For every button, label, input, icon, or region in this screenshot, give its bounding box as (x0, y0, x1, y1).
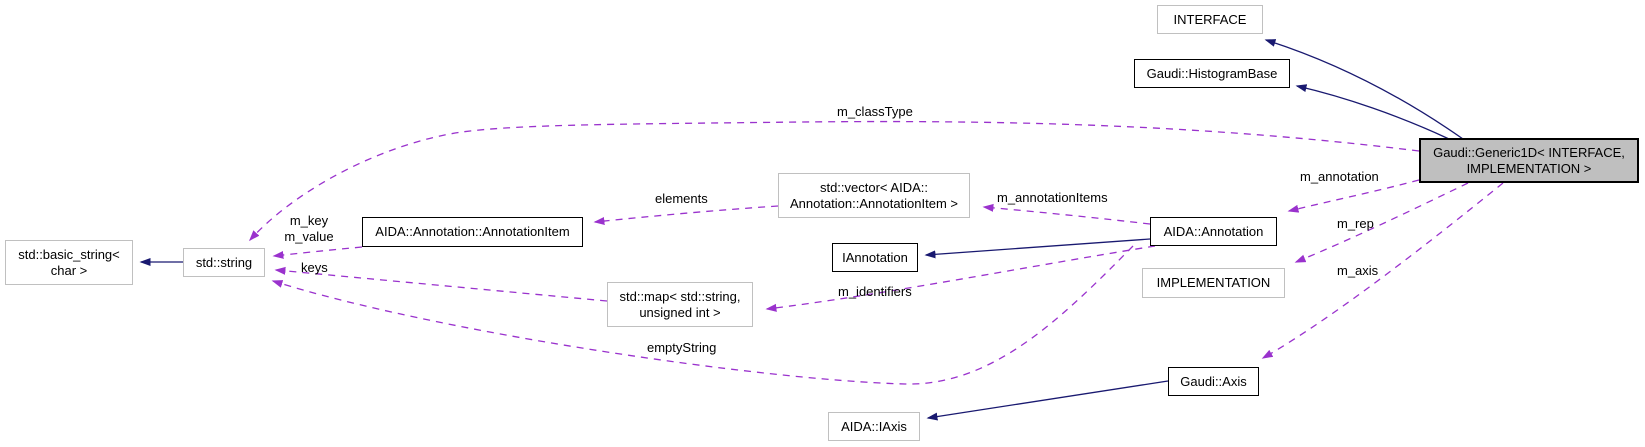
edge-gaudiaxis-to-aidaiaxis (926, 380, 1169, 421)
edge-m-identifiers (765, 245, 1156, 312)
edge-m-annotationitems (982, 203, 1151, 225)
edge-generic1d-to-interface (1264, 39, 1464, 140)
edge-label-keys: keys (301, 260, 328, 275)
node-gaudi-generic1d: Gaudi::Generic1D< INTERFACE, IMPLEMENTAT… (1419, 138, 1639, 183)
edge-label-m-key-m-value: m_key m_value (284, 213, 334, 245)
edge-keys (274, 266, 608, 302)
edge-emptystring (271, 245, 1134, 385)
node-interface: INTERFACE (1157, 5, 1263, 34)
node-implementation: IMPLEMENTATION (1142, 268, 1285, 298)
node-aida-annotation[interactable]: AIDA::Annotation (1150, 217, 1277, 246)
edge-label-m-rep: m_rep (1337, 216, 1374, 231)
edge-annotation-to-iannotation (924, 238, 1151, 259)
edge-m-key-m-value (272, 246, 363, 259)
edge-m-rep (1294, 182, 1469, 263)
edge-elements (593, 205, 779, 225)
edge-label-m-annotation: m_annotation (1300, 169, 1379, 184)
edge-generic1d-to-histogrambase (1295, 84, 1450, 140)
node-std-basic-string: std::basic_string< char > (5, 240, 133, 285)
edge-m-axis (1261, 182, 1504, 359)
node-aida-annotation-annotationitem[interactable]: AIDA::Annotation::AnnotationItem (362, 217, 583, 247)
edge-m-annotation (1287, 179, 1420, 213)
edge-label-m-axis: m_axis (1337, 263, 1379, 278)
node-std-vector-annotationitem: std::vector< AIDA:: Annotation::Annotati… (778, 173, 970, 218)
edge-label-m-classtype: m_classType (837, 104, 913, 119)
node-iannotation[interactable]: IAnnotation (832, 243, 918, 272)
edge-label-m-annotationitems: m_annotationItems (997, 190, 1108, 205)
node-gaudi-histogrambase[interactable]: Gaudi::HistogramBase (1134, 59, 1290, 88)
edge-label-m-identifiers: m_identifiers (838, 284, 912, 299)
node-std-string: std::string (183, 248, 265, 277)
node-gaudi-axis[interactable]: Gaudi::Axis (1168, 367, 1259, 396)
node-std-map: std::map< std::string, unsigned int > (607, 282, 753, 327)
edge-label-emptystring: emptyString (647, 340, 717, 355)
edge-label-elements: elements (655, 191, 708, 206)
node-aida-iaxis: AIDA::IAxis (828, 412, 920, 441)
